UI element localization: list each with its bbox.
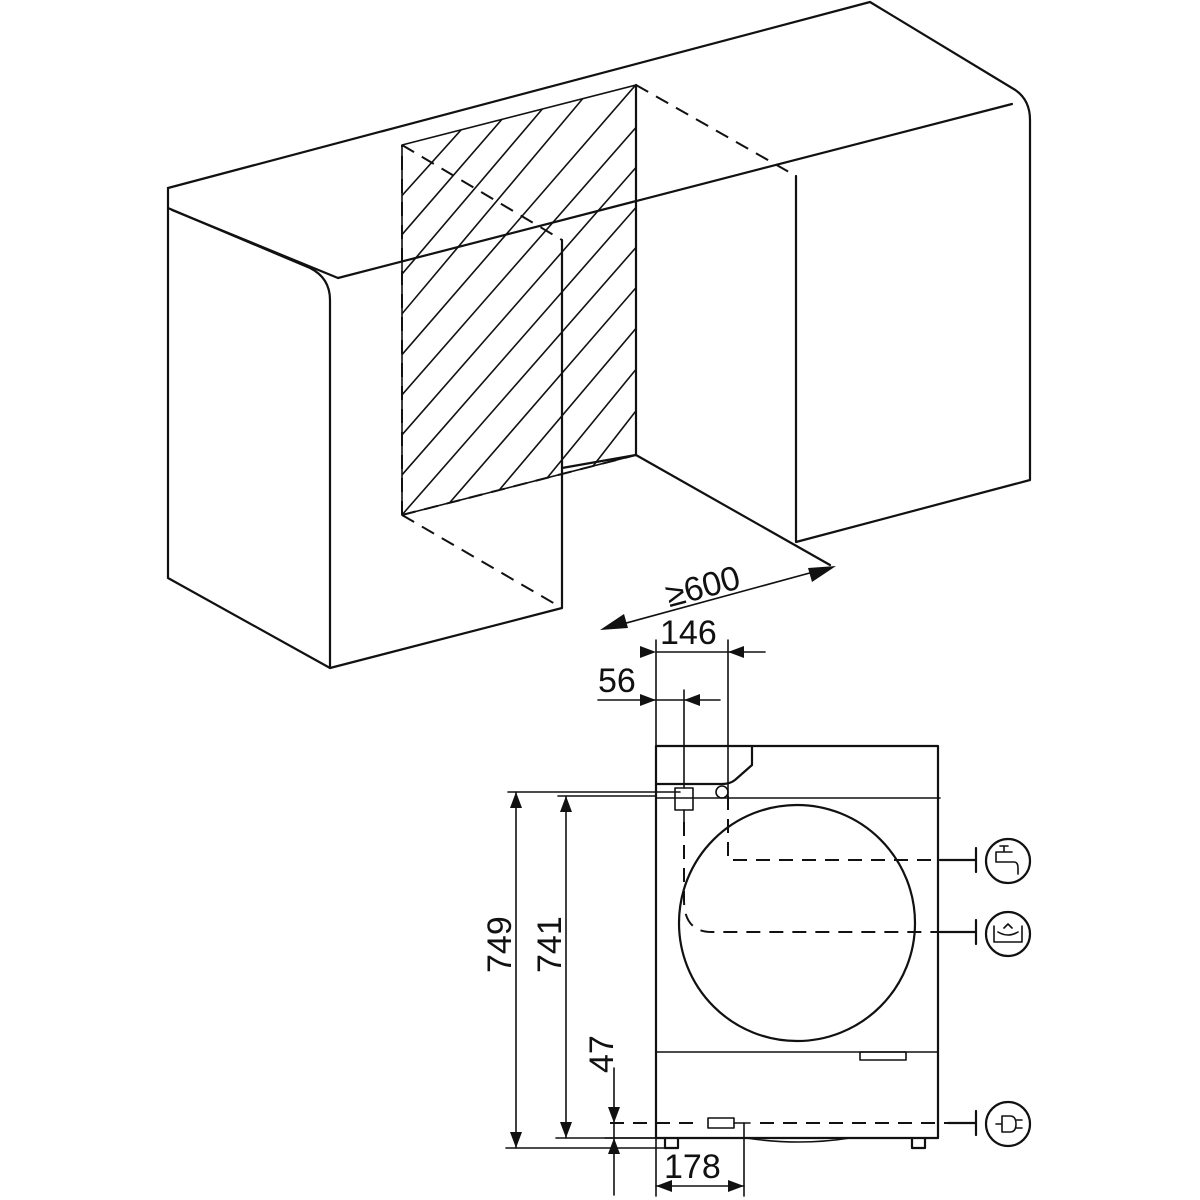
label-146: 146 [660,614,717,652]
hatch-pattern [402,85,636,515]
water-tap-icon [984,837,1032,885]
dimension-56: 56 [597,662,721,789]
cabinet-outline [166,0,1032,670]
niche-back-wall [401,84,637,516]
label-741: 741 [531,916,569,973]
appliance-front-view [654,744,941,1150]
dimension-178: 178 [655,1122,745,1197]
label-749: 749 [481,916,519,973]
label-56: 56 [598,662,636,700]
label-178: 178 [664,1148,721,1186]
dimension-niche-width: ≥600 [600,559,836,630]
drain-basin-icon [984,910,1032,958]
appliance-volume-dashed [401,84,797,609]
dimension-47: 47 [583,1035,657,1196]
connection-lines [610,796,978,1137]
dimension-741: 741 [531,795,657,1139]
dimension-749: 749 [481,791,681,1149]
label-47: 47 [583,1035,621,1073]
label-niche-width: ≥600 [662,559,745,615]
dimension-146: 146 [640,614,766,797]
power-plug-icon [984,1100,1032,1148]
